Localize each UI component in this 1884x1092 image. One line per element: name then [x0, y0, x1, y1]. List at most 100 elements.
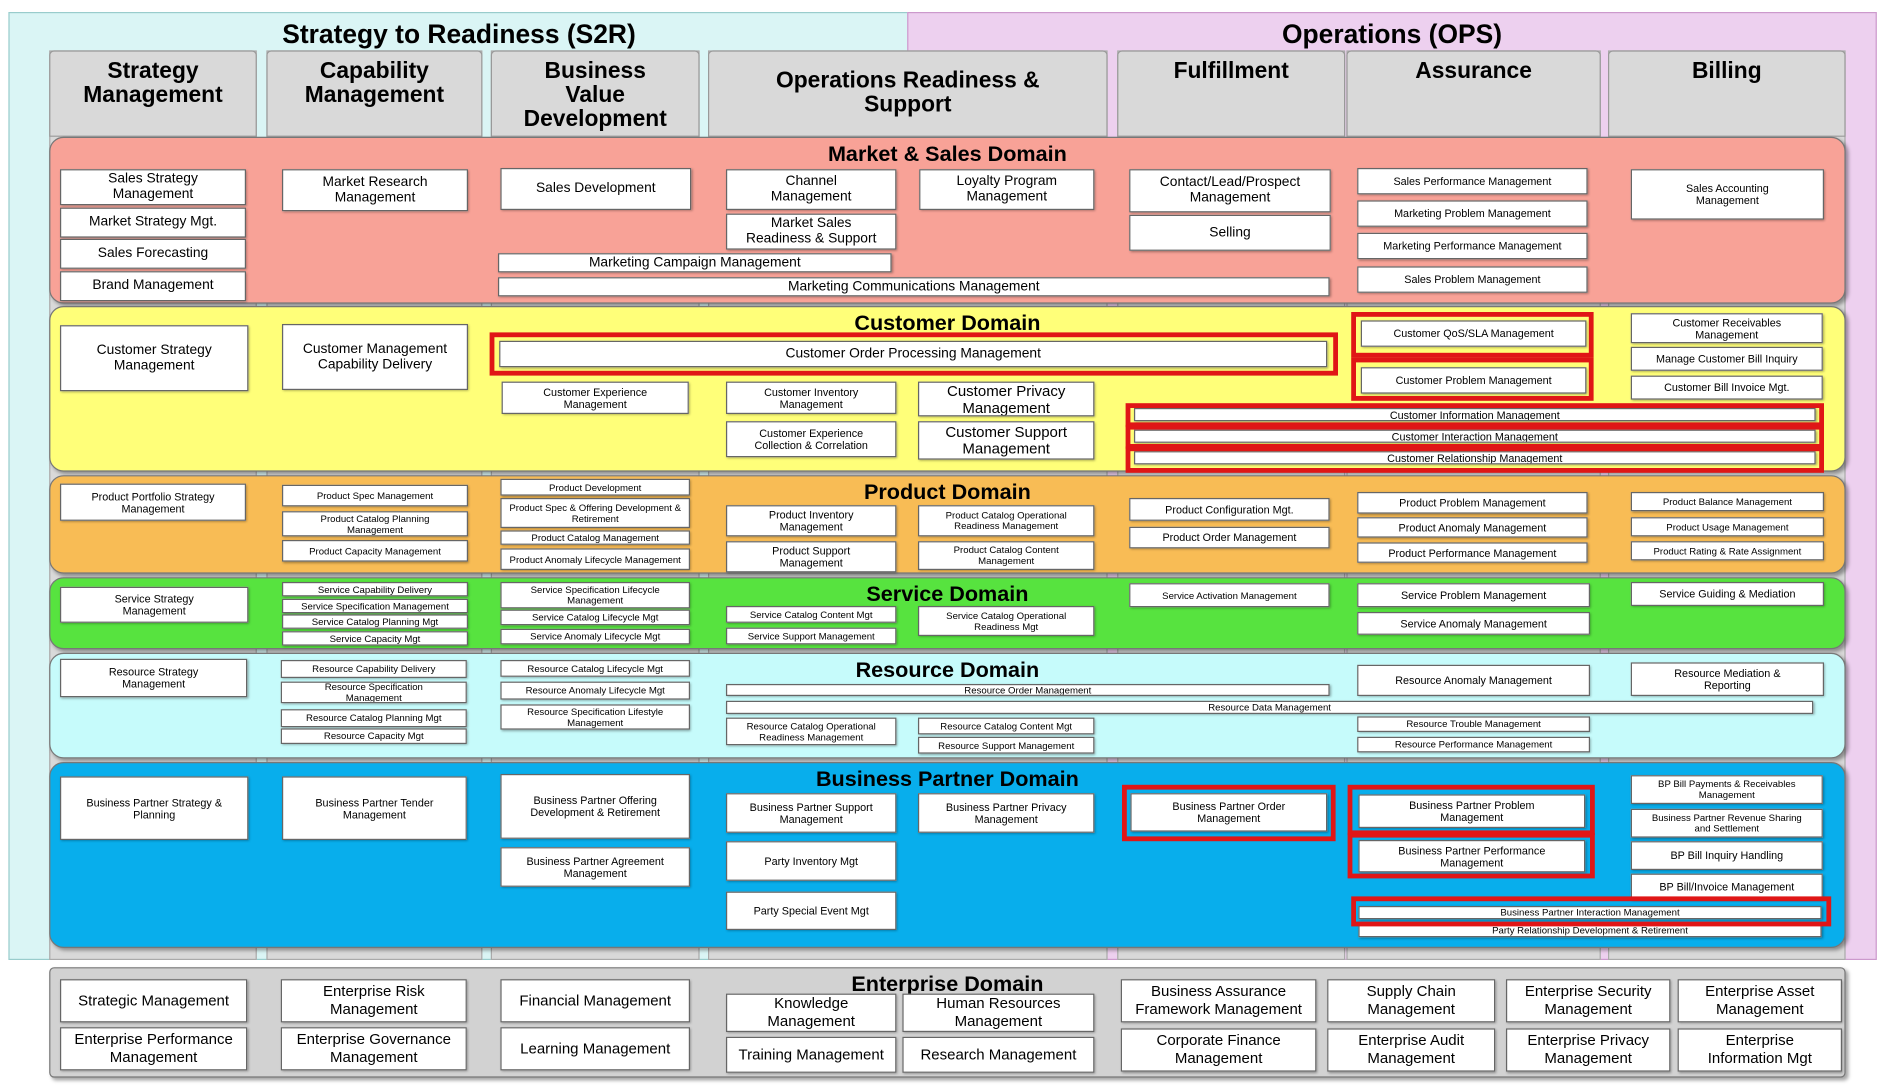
column-header-business-value-development: Business Value Development: [490, 50, 700, 137]
function-box-party-special-event-mgt: Party Special Event Mgt: [726, 891, 897, 931]
function-box-corporate-finance-management: Corporate Finance Management: [1120, 1028, 1317, 1072]
function-box-resource-data-management: Resource Data Management: [726, 700, 1814, 714]
function-box-service-anomaly-lifecycle-mgt: Service Anomaly Lifecycle Mgt: [500, 628, 690, 645]
function-box-product-performance-management: Product Performance Management: [1357, 542, 1588, 563]
function-box-bp-bill-inquiry-handling: BP Bill Inquiry Handling: [1630, 841, 1823, 871]
function-box-product-capacity-management: Product Capacity Management: [282, 540, 469, 562]
function-box-sales-forecasting: Sales Forecasting: [60, 238, 247, 269]
function-box-service-specification-management: Service Specification Management: [282, 598, 469, 614]
column-header-assurance: Assurance: [1346, 50, 1601, 137]
function-box-resource-trouble-management: Resource Trouble Management: [1357, 716, 1591, 732]
function-box-resource-catalog-content-mgt: Resource Catalog Content Mgt: [918, 717, 1095, 735]
function-box-enterprise-governance-management: Enterprise Governance Management: [280, 1027, 467, 1071]
function-box-sales-development: Sales Development: [500, 168, 692, 211]
function-box-product-balance-management: Product Balance Management: [1630, 492, 1825, 512]
function-box-business-assurance-framework-management: Business Assurance Framework Management: [1120, 979, 1317, 1023]
function-box-business-partner-tender-management: Business Partner Tender Management: [282, 776, 467, 841]
function-box-resource-catalog-lifecycle-mgt: Resource Catalog Lifecycle Mgt: [500, 660, 690, 677]
s2r-title: Strategy to Readiness (S2R): [282, 19, 636, 50]
function-box-sales-accounting-management: Sales Accounting Management: [1630, 169, 1825, 220]
function-box-loyalty-program-management: Loyalty Program Management: [919, 169, 1095, 211]
function-box-training-management: Training Management: [726, 1036, 897, 1073]
column-header-strategy-management: Strategy Management: [49, 50, 257, 137]
function-box-product-problem-management: Product Problem Management: [1357, 492, 1588, 514]
column-header-operations-readiness-support: Operations Readiness & Support: [708, 50, 1108, 137]
function-box-product-development: Product Development: [500, 478, 690, 496]
function-box-product-portfolio-strategy-management: Product Portfolio Strategy Management: [60, 483, 247, 521]
function-box-research-management: Research Management: [902, 1036, 1095, 1073]
function-box-product-rating-and-rate-assignment: Product Rating & Rate Assignment: [1630, 541, 1825, 561]
function-box-market-sales-readiness-and-support: Market Sales Readiness & Support: [726, 213, 897, 250]
function-box-product-catalog-content-management: Product Catalog Content Management: [918, 541, 1095, 570]
function-box-contact-lead-prospect-management: Contact/Lead/Prospect Management: [1129, 169, 1331, 213]
function-box-business-partner-strategy-and-planning: Business Partner Strategy & Planning: [60, 776, 249, 841]
function-box-selling: Selling: [1129, 214, 1331, 251]
function-box-resource-capacity-mgt: Resource Capacity Mgt: [280, 728, 467, 744]
function-box-marketing-communications-management: Marketing Communications Management: [498, 277, 1330, 297]
function-box-customer-experience-collection-and-correlation: Customer Experience Collection & Correla…: [726, 421, 897, 458]
function-box-manage-customer-bill-inquiry: Manage Customer Bill Inquiry: [1630, 346, 1823, 371]
function-box-market-strategy-mgt: Market Strategy Mgt.: [60, 207, 247, 238]
ops-title: Operations (OPS): [1281, 19, 1503, 50]
column-header-billing: Billing: [1608, 50, 1846, 137]
function-box-customer-support-management: Customer Support Management: [918, 421, 1095, 460]
domain-title: Service Domain: [866, 582, 1029, 606]
function-box-service-capacity-mgt: Service Capacity Mgt: [282, 631, 469, 646]
function-box-bp-bill-payments-and-receivables-management: BP Bill Payments & Receivables Managemen…: [1630, 775, 1823, 805]
domain-title: Market & Sales Domain: [827, 141, 1067, 166]
function-box-product-spec-and-offering-development-and-retirement: Product Spec & Offering Development & Re…: [500, 498, 690, 528]
function-box-customer-receivables-management: Customer Receivables Management: [1630, 313, 1823, 344]
domain-title: Enterprise Domain: [851, 972, 1044, 997]
function-box-product-catalog-operational-readiness-management: Product Catalog Operational Readiness Ma…: [918, 505, 1095, 537]
function-box-resource-specification-management: Resource Specification Management: [280, 681, 467, 704]
function-box-product-inventory-management: Product Inventory Management: [726, 505, 897, 537]
function-box-resource-anomaly-lifecycle-mgt: Resource Anomaly Lifecycle Mgt: [500, 681, 690, 700]
function-box-party-inventory-mgt: Party Inventory Mgt: [726, 841, 897, 881]
function-box-customer-qos-sla-management: Customer QoS/SLA Management: [1360, 320, 1587, 347]
function-box-business-partner-offering-development-and-retirement: Business Partner Offering Development & …: [500, 774, 690, 839]
function-box-customer-bill-invoice-mgt: Customer Bill Invoice Mgt.: [1630, 375, 1823, 400]
function-box-customer-privacy-management: Customer Privacy Management: [918, 381, 1095, 417]
domain-title: Customer Domain: [854, 310, 1041, 335]
function-box-business-partner-agreement-management: Business Partner Agreement Management: [500, 847, 690, 887]
function-box-product-support-management: Product Support Management: [726, 541, 897, 573]
function-box-sales-problem-management: Sales Problem Management: [1357, 266, 1588, 293]
function-box-business-partner-support-management: Business Partner Support Management: [726, 793, 897, 833]
domain-title: Product Domain: [863, 480, 1031, 505]
function-box-channel-management: Channel Management: [726, 169, 897, 211]
function-box-sales-strategy-management: Sales Strategy Management: [60, 169, 247, 206]
function-box-marketing-campaign-management: Marketing Campaign Management: [498, 253, 892, 273]
column-header-fulfillment: Fulfillment: [1117, 50, 1346, 137]
function-box-service-specification-lifecycle-management: Service Specification Lifecycle Manageme…: [500, 582, 690, 609]
function-box-learning-management: Learning Management: [500, 1027, 690, 1071]
function-box-product-configuration-mgt: Product Configuration Mgt.: [1129, 498, 1330, 521]
function-box-customer-interaction-management: Customer Interaction Management: [1134, 429, 1816, 443]
function-box-customer-relationship-management: Customer Relationship Management: [1134, 451, 1816, 465]
function-box-resource-catalog-planning-mgt: Resource Catalog Planning Mgt: [280, 709, 467, 728]
function-box-service-capability-delivery: Service Capability Delivery: [282, 582, 469, 597]
function-box-product-catalog-planning-management: Product Catalog Planning Management: [282, 511, 469, 537]
function-box-resource-capability-delivery: Resource Capability Delivery: [280, 660, 467, 678]
function-box-service-guiding-and-mediation: Service Guiding & Mediation: [1630, 582, 1825, 606]
function-box-enterprise-information-mgt: Enterprise Information Mgt: [1677, 1028, 1843, 1072]
function-box-customer-inventory-management: Customer Inventory Management: [726, 381, 897, 415]
column-header-capability-management: Capability Management: [266, 50, 483, 137]
domain-title: Business Partner Domain: [815, 766, 1079, 791]
function-box-customer-information-management: Customer Information Management: [1134, 408, 1816, 422]
function-box-customer-experience-management: Customer Experience Management: [501, 381, 689, 415]
function-box-enterprise-audit-management: Enterprise Audit Management: [1327, 1028, 1496, 1072]
function-box-strategic-management: Strategic Management: [60, 979, 248, 1023]
function-box-enterprise-privacy-management: Enterprise Privacy Management: [1506, 1028, 1671, 1072]
function-box-business-partner-order-management: Business Partner Order Management: [1130, 793, 1328, 832]
function-box-supply-chain-management: Supply Chain Management: [1327, 979, 1496, 1023]
function-box-enterprise-asset-management: Enterprise Asset Management: [1677, 979, 1843, 1023]
function-box-resource-performance-management: Resource Performance Management: [1357, 736, 1591, 753]
function-box-customer-strategy-management: Customer Strategy Management: [60, 325, 249, 392]
function-box-service-catalog-operational-readiness-mgt: Service Catalog Operational Readiness Mg…: [918, 606, 1095, 636]
function-box-service-catalog-planning-mgt: Service Catalog Planning Mgt: [282, 614, 469, 629]
function-box-sales-performance-management: Sales Performance Management: [1357, 168, 1588, 195]
function-box-resource-support-management: Resource Support Management: [918, 736, 1095, 754]
function-box-customer-order-processing-management: Customer Order Processing Management: [499, 340, 1328, 368]
function-box-customer-problem-management: Customer Problem Management: [1360, 367, 1587, 394]
